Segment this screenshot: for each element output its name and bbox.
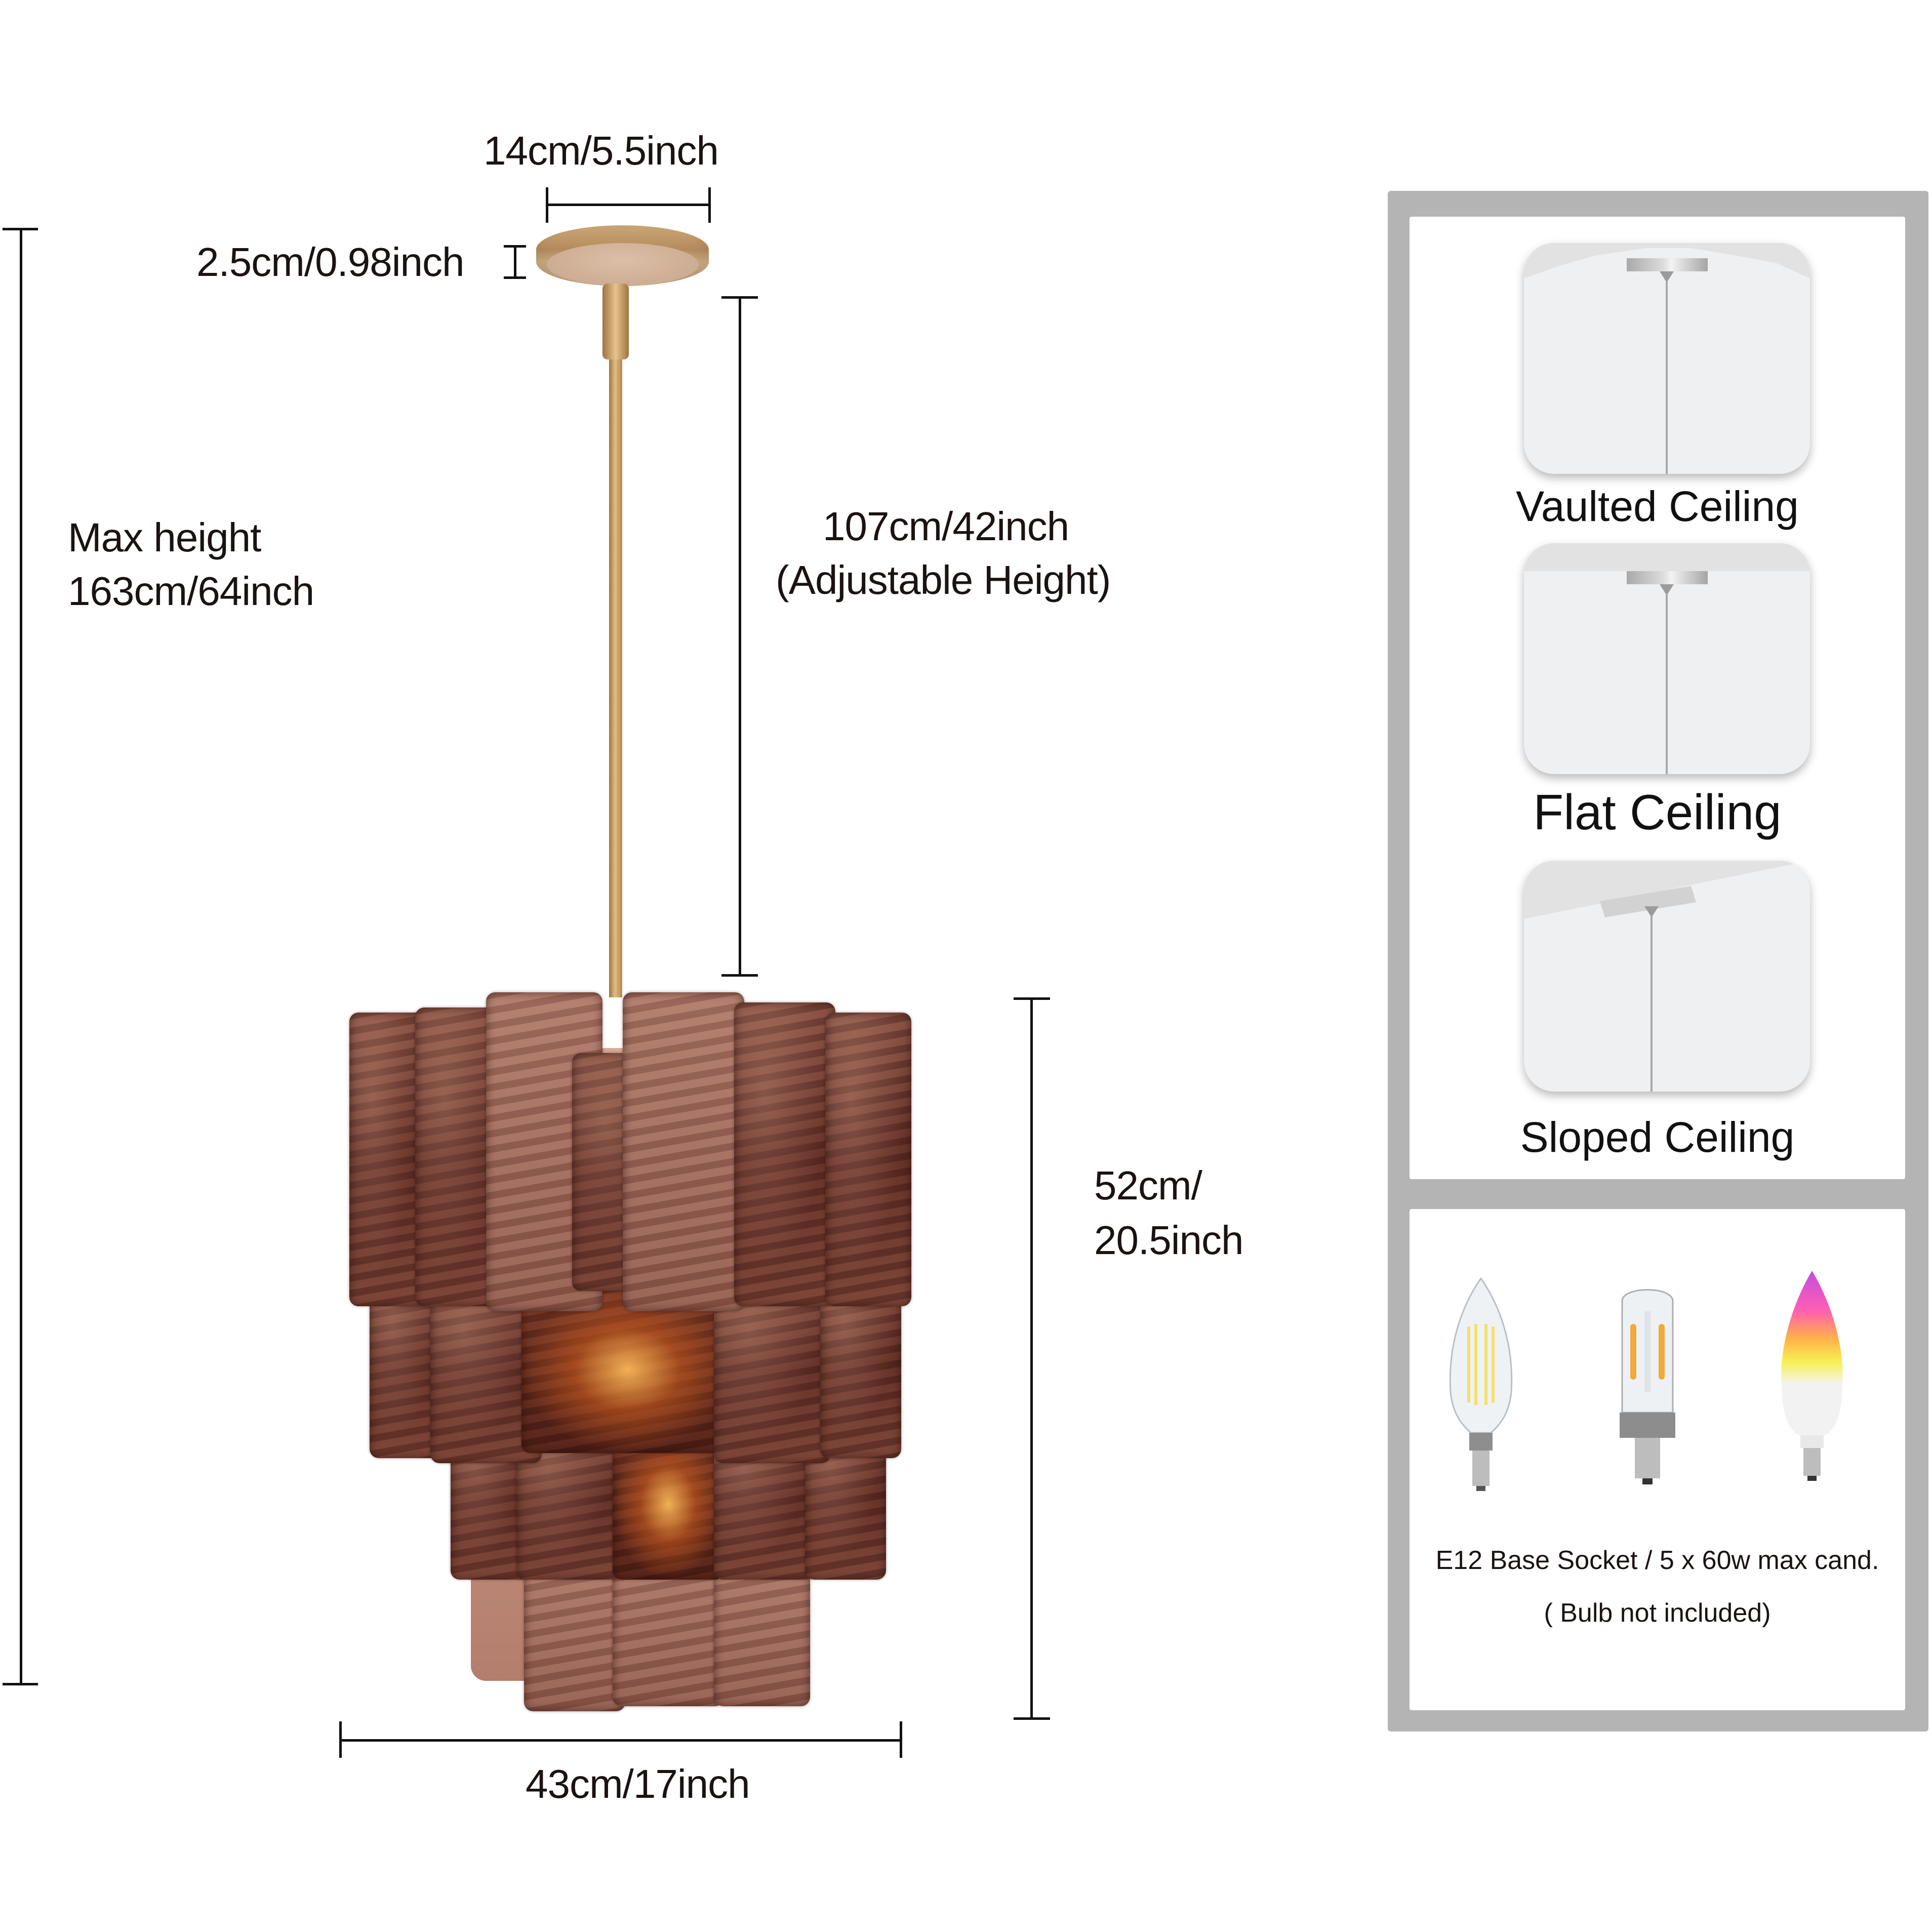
chandelier-body	[349, 982, 927, 1711]
tubular-filament-bulb-icon	[1620, 1289, 1675, 1484]
sloped-ceiling-label: Sloped Ceiling	[1520, 1113, 1795, 1161]
canopy-height-label: 2.5cm/0.98inch	[196, 239, 465, 285]
vaulted-ceiling-illustration	[1524, 243, 1810, 474]
bulb-spec-caption: E12 Base Socket / 5 x 60w max cand.	[1435, 1546, 1879, 1575]
body-width-label: 43cm/17inch	[526, 1761, 750, 1806]
downrod	[609, 273, 622, 997]
rod-length-label: 107cm/42inch	[823, 504, 1069, 549]
vaulted-ceiling-shape-icon	[1524, 243, 1810, 278]
canopy-underside	[547, 243, 699, 286]
sloped-ceiling-illustration	[1524, 861, 1810, 1092]
vaulted-ceiling-label: Vaulted Ceiling	[1516, 482, 1799, 530]
sloped-ceiling-shape-icon	[1524, 861, 1810, 919]
rod-adjustable-note: (Adjustable Height)	[776, 557, 1111, 602]
swivel-fitting	[602, 284, 629, 359]
rgb-smart-candle-bulb-icon	[1781, 1271, 1843, 1481]
canopy-width-label: 14cm/5.5inch	[484, 128, 719, 173]
flat-ceiling-label: Flat Ceiling	[1533, 784, 1782, 840]
flat-ceiling-illustration	[1524, 543, 1810, 774]
max-height-label: Max height	[68, 515, 261, 560]
body-height-label-line1: 52cm/	[1094, 1163, 1202, 1208]
body-height-label-line2: 20.5inch	[1094, 1218, 1243, 1263]
bulb-not-included-note: ( Bulb not included)	[1544, 1598, 1771, 1628]
bulb-options	[1410, 1266, 1905, 1494]
max-height-value: 163cm/64inch	[68, 569, 314, 614]
filament-candle-bulb-icon	[1449, 1277, 1513, 1491]
